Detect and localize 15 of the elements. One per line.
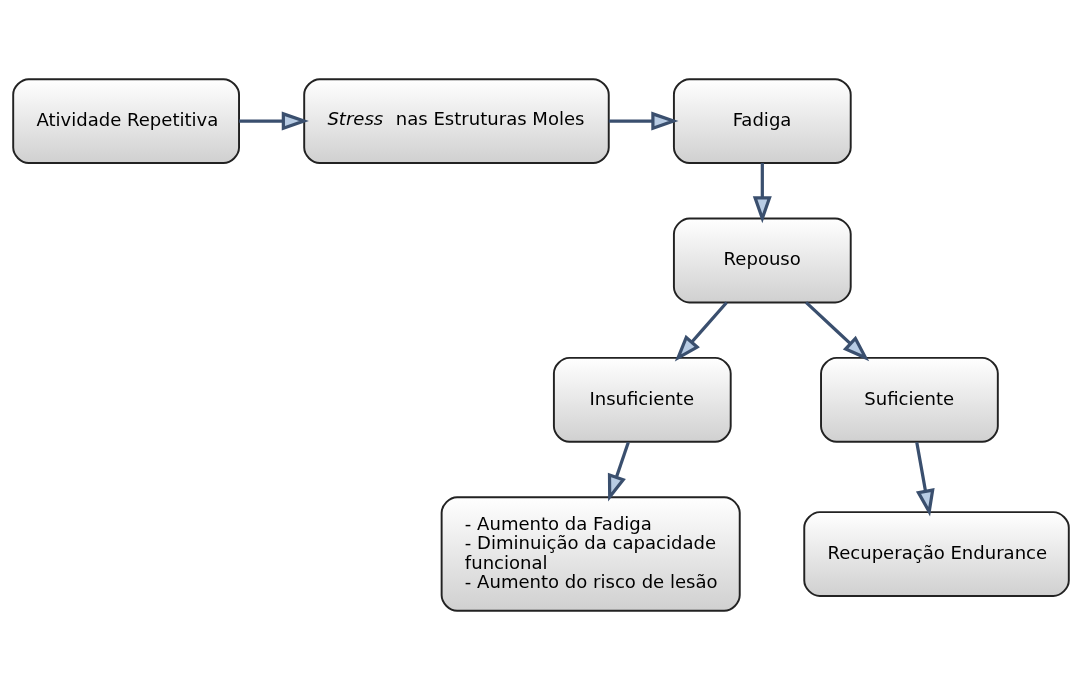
node-box: Repouso xyxy=(672,217,852,303)
arrow xyxy=(239,111,309,131)
node-box: Fadiga xyxy=(672,77,852,164)
node-box: Insuficiente xyxy=(552,356,732,443)
node-box: Stress nas Estruturas Moles xyxy=(303,77,610,164)
arrow xyxy=(608,111,679,131)
arrow xyxy=(674,300,728,361)
node-box: Recuperação Endurance xyxy=(803,510,1070,597)
node-box: - Aumento da Fadiga - Diminuição da capacidade funcional - Aumento do risco de lesão xyxy=(440,495,741,612)
arrow xyxy=(607,441,630,502)
arrow xyxy=(915,441,935,516)
arrow xyxy=(752,162,772,223)
node-box: Atividade Repetitiva xyxy=(12,77,240,164)
node-box: Suficiente xyxy=(820,356,999,443)
arrow xyxy=(804,300,870,361)
